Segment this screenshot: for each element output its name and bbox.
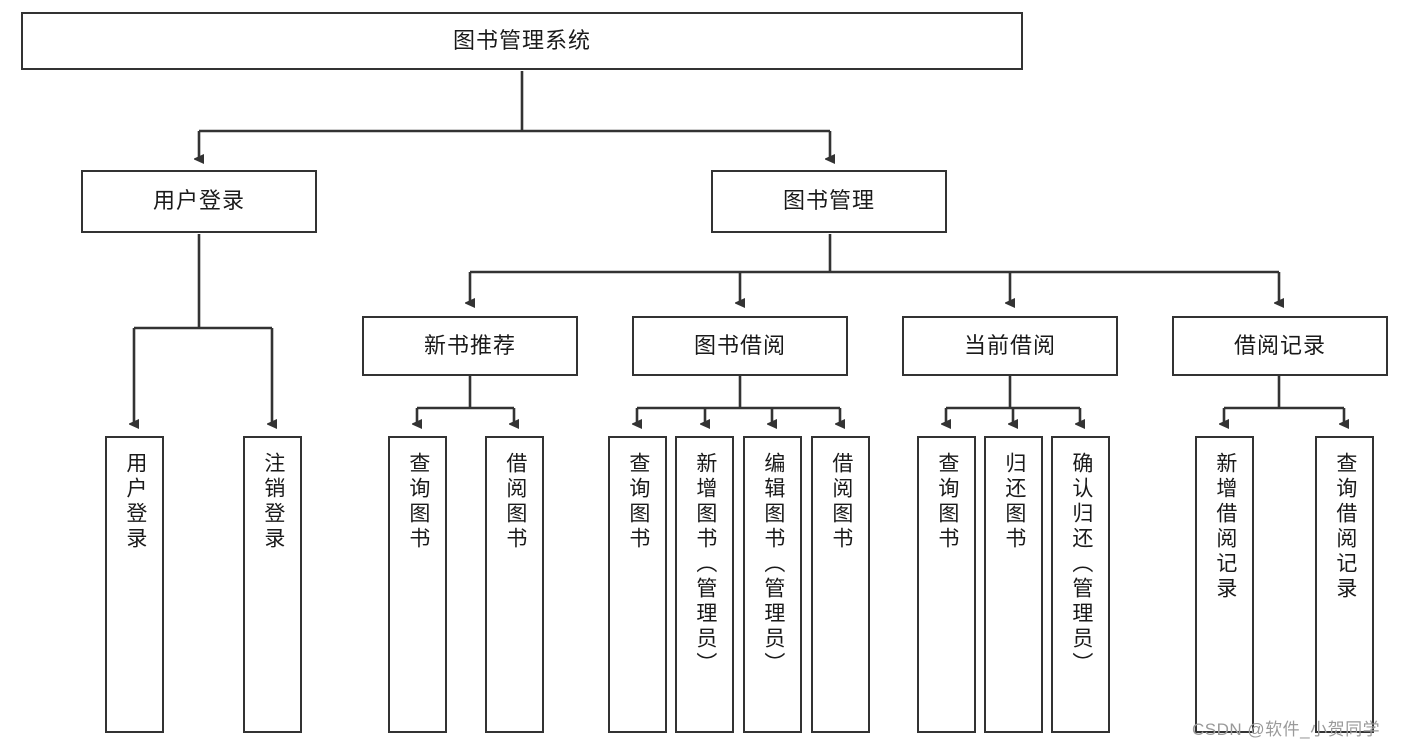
leaf-label: 借阅图书: [829, 452, 853, 552]
leaf-borrow-borrow-book[interactable]: 借阅图书: [811, 436, 870, 733]
node-user-login[interactable]: 用户登录: [81, 170, 317, 233]
csdn-watermark: CSDN @软件_小贺同学: [1192, 720, 1381, 739]
leaf-recommend-borrow-book[interactable]: 借阅图书: [485, 436, 544, 733]
leaf-record-add-record[interactable]: 新增借阅记录: [1195, 436, 1254, 733]
leaf-label: 查询图书: [935, 452, 959, 552]
leaf-label: 借阅图书: [503, 452, 527, 552]
leaf-current-query-book[interactable]: 查询图书: [917, 436, 976, 733]
leaf-label: 新增借阅记录: [1213, 452, 1237, 602]
leaf-record-query-record[interactable]: 查询借阅记录: [1315, 436, 1374, 733]
leaf-label: 查询图书: [406, 452, 430, 552]
leaf-label: 编辑图书（管理员）: [761, 452, 785, 677]
node-current-borrow[interactable]: 当前借阅: [902, 316, 1118, 376]
leaf-borrow-edit-book[interactable]: 编辑图书（管理员）: [743, 436, 802, 733]
leaf-label: 查询图书: [626, 452, 650, 552]
leaf-label: 查询借阅记录: [1333, 452, 1357, 602]
node-book-management[interactable]: 图书管理: [711, 170, 947, 233]
node-label: 图书管理系统: [452, 27, 591, 53]
node-label: 用户登录: [152, 188, 245, 214]
node-borrow-record[interactable]: 借阅记录: [1172, 316, 1388, 376]
leaf-label: 归还图书: [1002, 452, 1026, 552]
node-root-system[interactable]: 图书管理系统: [21, 12, 1023, 70]
leaf-label: 新增图书（管理员）: [693, 452, 717, 677]
node-label: 当前借阅: [963, 332, 1056, 358]
leaf-label: 用户登录: [123, 452, 147, 552]
leaf-label: 注销登录: [261, 452, 285, 552]
leaf-user-login-login[interactable]: 用户登录: [105, 436, 164, 733]
node-new-book-recommend[interactable]: 新书推荐: [362, 316, 578, 376]
leaf-borrow-add-book[interactable]: 新增图书（管理员）: [675, 436, 734, 733]
leaf-borrow-query-book[interactable]: 查询图书: [608, 436, 667, 733]
leaf-current-return-book[interactable]: 归还图书: [984, 436, 1043, 733]
node-book-borrow[interactable]: 图书借阅: [632, 316, 848, 376]
leaf-recommend-query-book[interactable]: 查询图书: [388, 436, 447, 733]
leaf-label: 确认归还（管理员）: [1069, 452, 1093, 677]
node-label: 借阅记录: [1233, 332, 1326, 358]
node-label: 新书推荐: [423, 332, 516, 358]
leaf-user-login-logout[interactable]: 注销登录: [243, 436, 302, 733]
node-label: 图书管理: [782, 188, 875, 214]
leaf-current-confirm-return[interactable]: 确认归还（管理员）: [1051, 436, 1110, 733]
node-label: 图书借阅: [693, 332, 786, 358]
